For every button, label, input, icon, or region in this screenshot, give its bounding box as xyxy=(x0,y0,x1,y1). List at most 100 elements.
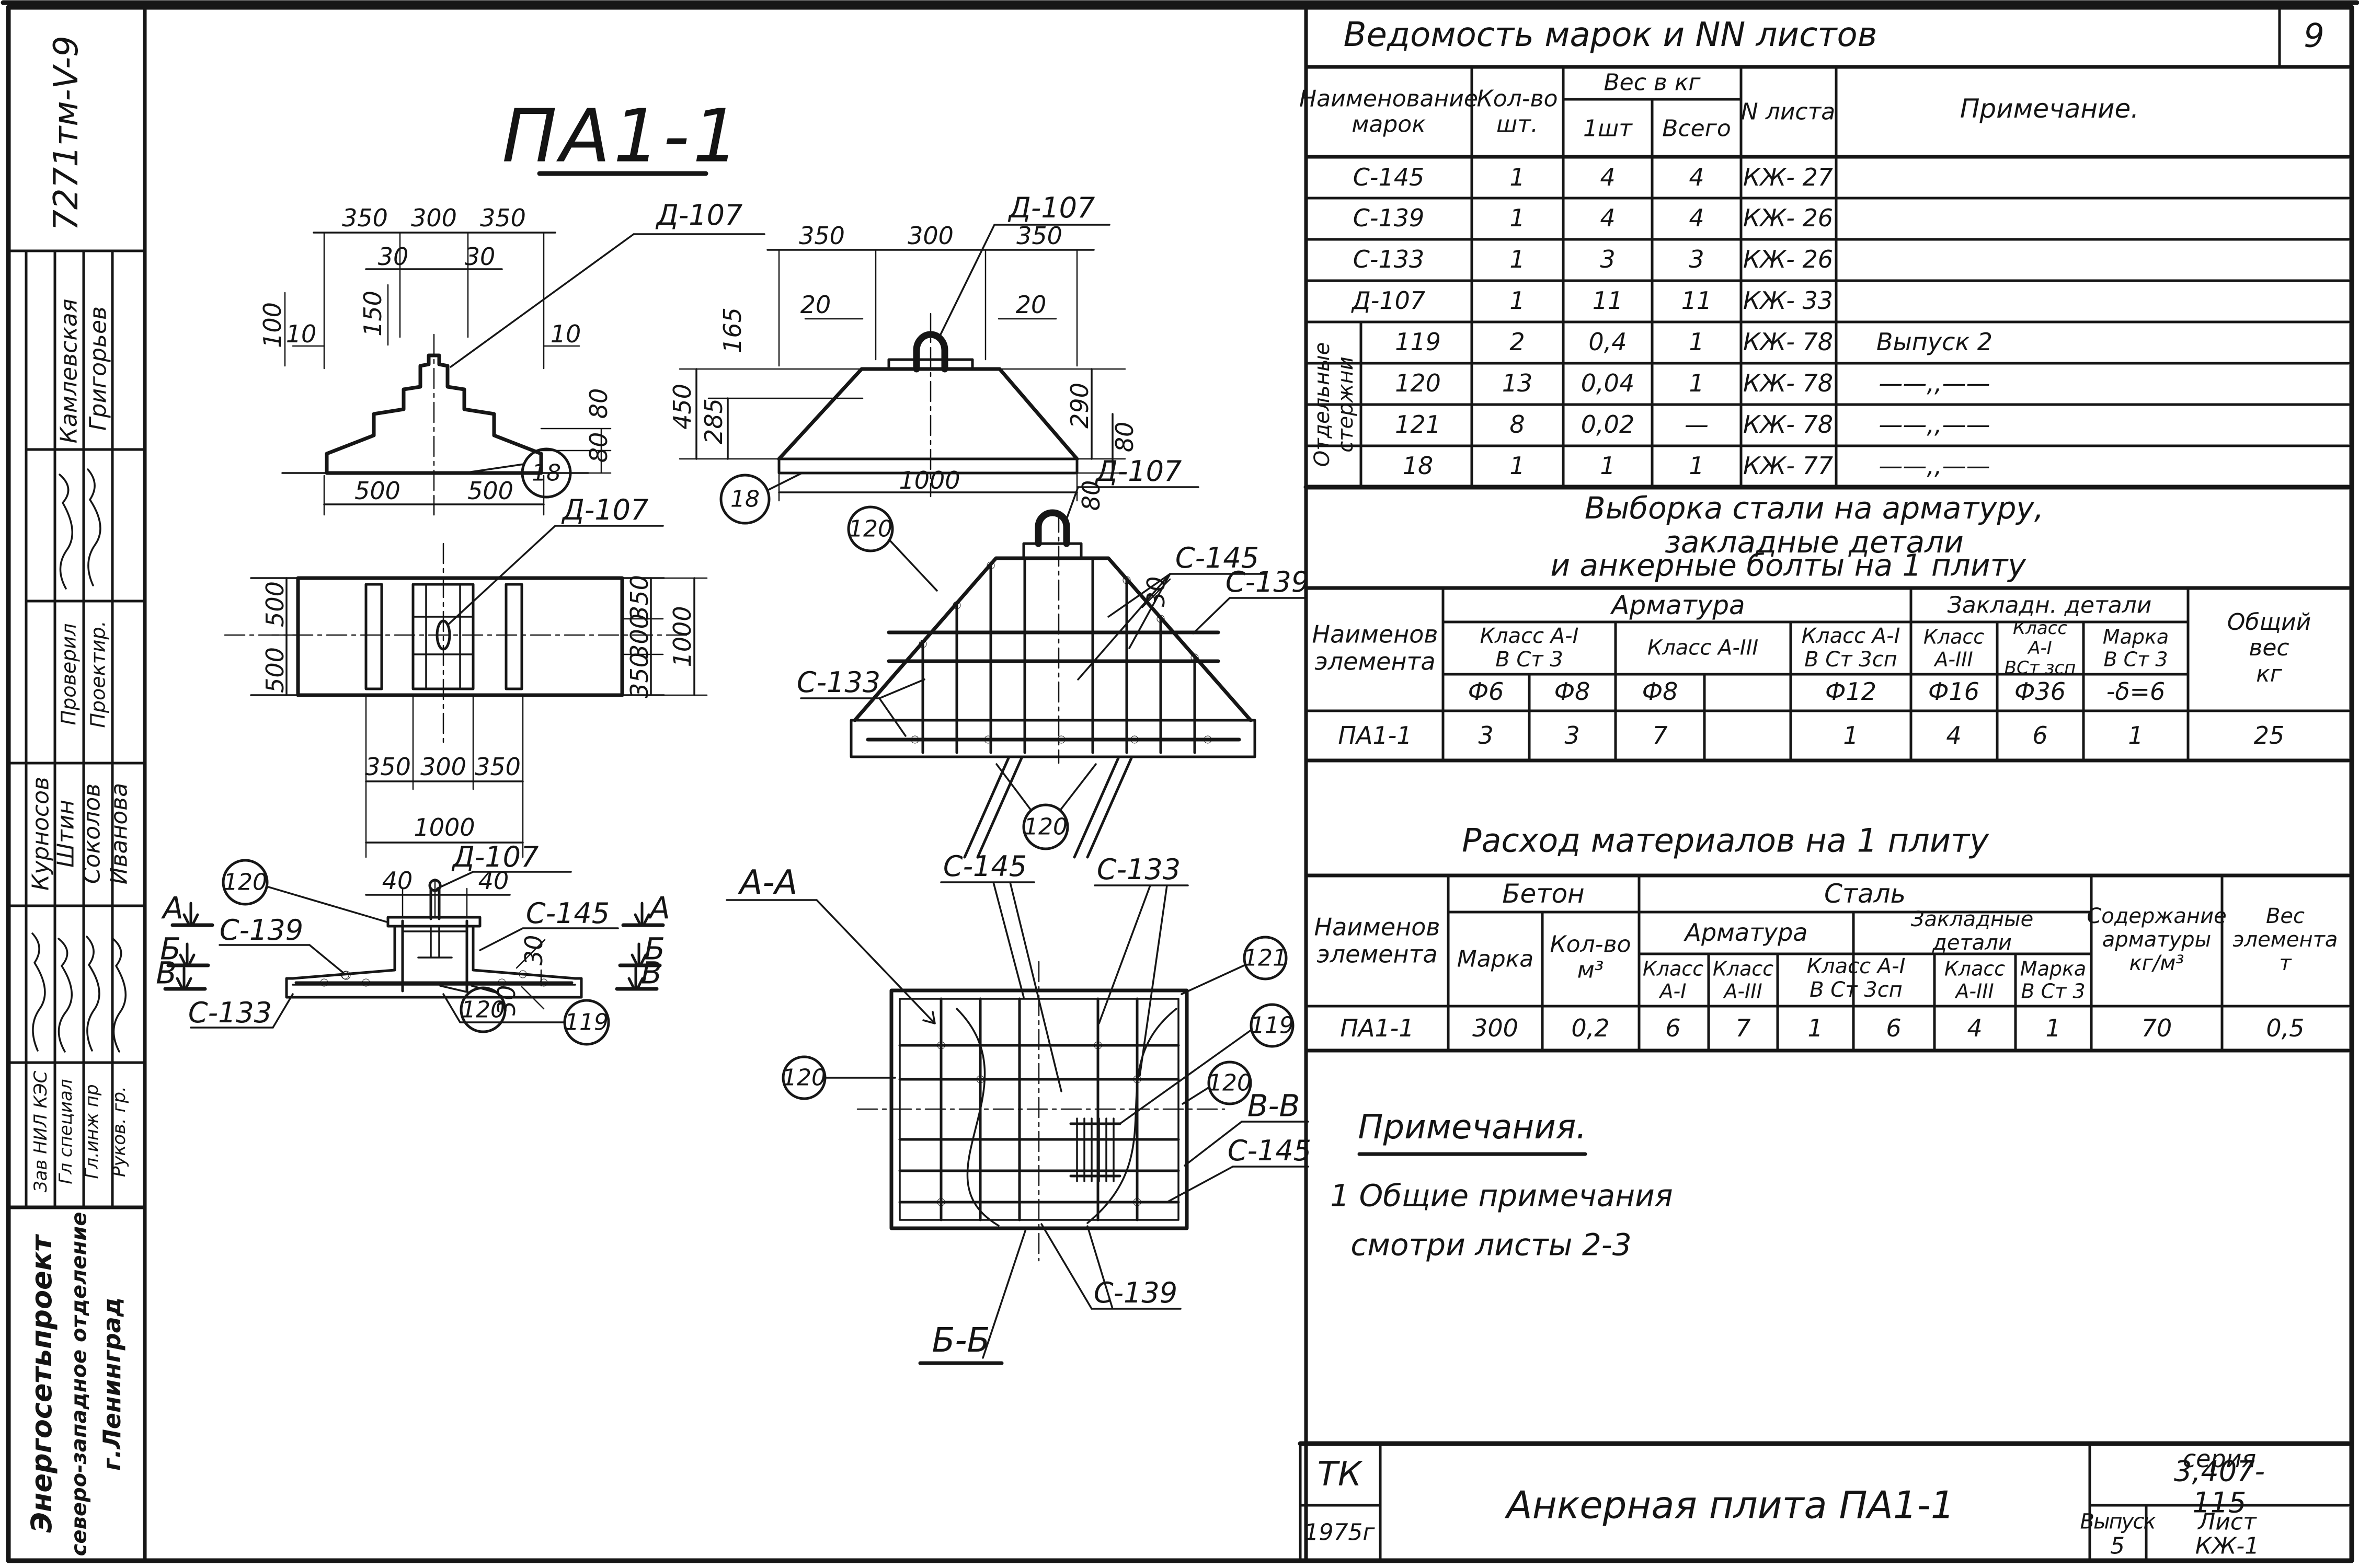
table3-col-vol: Кол-во м³ xyxy=(1550,931,1631,984)
table2-cell: 1 xyxy=(2128,721,2144,750)
v1-dim: 300 xyxy=(411,204,457,233)
table2-title-line1: Выборка стали на арматуру, закладные дет… xyxy=(1584,490,2044,560)
stamp-role-proveril: Проверил xyxy=(57,623,81,725)
table1-cell: 0,04 xyxy=(1581,369,1635,398)
v5-section-v-left: В xyxy=(156,955,177,991)
v5-section-v-right: В xyxy=(641,955,662,991)
v5-dim: 40 xyxy=(478,867,509,895)
table1-cell: 1 xyxy=(1600,452,1616,480)
v6-label-s139: С-139 xyxy=(1093,1276,1178,1309)
table3-cell: 6 xyxy=(1886,1014,1902,1043)
v6-marker: 121 xyxy=(1243,944,1287,972)
table2-header-total: Общий вес кг xyxy=(2227,609,2311,687)
table3-lines xyxy=(1304,873,2351,1053)
org-city: г.Ленинград xyxy=(98,1297,127,1471)
titleblock-lines xyxy=(1298,1441,2351,1562)
table3-cell: 6 xyxy=(1665,1014,1681,1043)
table2-class: Класс А-I В Ст 3сп xyxy=(1801,624,1900,672)
table2-lines xyxy=(1304,586,2351,763)
table3-group-arm: Арматура xyxy=(1685,918,1808,947)
table1-cell: ——,,—— xyxy=(1879,452,1990,480)
table3-cell: 300 xyxy=(1472,1014,1518,1043)
table1-cell: Д-107 xyxy=(1352,286,1426,315)
table3-col-marka: Марка xyxy=(1457,946,1534,973)
table1-cell: Выпуск 2 xyxy=(1876,328,1993,356)
v1-dim: 30 xyxy=(464,243,496,271)
v4-label-s133: С-133 xyxy=(796,665,881,699)
v3-dim: 300 xyxy=(420,753,466,781)
v2-marker: 18 xyxy=(730,486,760,513)
table1-cell: КЖ- 26 xyxy=(1743,245,1833,274)
table1-cell: 4 xyxy=(1600,204,1616,233)
table2-dia: Ф8 xyxy=(1554,677,1590,706)
v2-dim: 285 xyxy=(700,398,728,444)
table1-header-w1: 1шт xyxy=(1583,115,1632,142)
view3-plan xyxy=(224,525,708,858)
v3-dim: 350 xyxy=(625,652,654,698)
table1-cell: КЖ- 26 xyxy=(1743,204,1833,233)
v6-label-s145: С-145 xyxy=(943,849,1027,883)
v5-label-s139: С-139 xyxy=(219,913,304,947)
v4-part-label: Д-107 xyxy=(1095,454,1182,488)
view2-section xyxy=(679,224,1126,525)
doc-code: 7271тм-V-9 xyxy=(47,36,86,231)
stamp-role-zav: Зав НИЛ КЭС xyxy=(30,1070,51,1193)
org-name: Энергосетьпроект xyxy=(25,1235,58,1533)
table3-cell: 0,2 xyxy=(1571,1014,1610,1043)
table3-cell: 7 xyxy=(1735,1014,1751,1043)
v5-label-s133: С-133 xyxy=(188,996,272,1029)
table1-cell: 1 xyxy=(1509,452,1525,480)
table2-dia: Ф8 xyxy=(1642,677,1678,706)
v6-title-bb: Б-Б xyxy=(932,1321,990,1361)
table3-class: Класс А-I xyxy=(1642,957,1704,1002)
table3-header-weight: Вес элемента т xyxy=(2232,904,2338,975)
stamp-role-spec: Гл специал xyxy=(55,1079,76,1184)
titleblock-year: 1975г xyxy=(1304,1519,1375,1546)
table2-dia: Ф12 xyxy=(1825,677,1877,706)
table2-class: Класс А-III xyxy=(1647,636,1759,660)
table1-cell: 8 xyxy=(1509,410,1525,439)
v5-dim: 30 xyxy=(520,935,548,966)
table2-class: Класс А-I ВСт зсп xyxy=(2004,617,2076,679)
v1-dim: 500 xyxy=(467,477,513,505)
table3-cell: 70 xyxy=(2141,1014,2172,1043)
v5-label-s145: С-145 xyxy=(525,896,610,930)
table1-cell: 1 xyxy=(1509,286,1525,315)
table2-cell: 6 xyxy=(2032,721,2048,750)
titleblock-series-label: серия xyxy=(2182,1445,2257,1473)
stamp-role-glinzh: Гл.инж пр xyxy=(81,1084,102,1179)
table1-cell: КЖ- 78 xyxy=(1743,369,1833,398)
table1-cell: 1 xyxy=(1509,245,1525,274)
table3-class: Класс А-III xyxy=(1944,957,2006,1002)
table1-group-label: Отдельные стержни xyxy=(1310,342,1358,467)
table2-class: Класс А-I В Ст 3 xyxy=(1480,624,1579,672)
table3-class: Класс А-III xyxy=(1712,957,1774,1002)
view4-section xyxy=(800,486,1305,859)
table1-title: Ведомость марок и NN листов xyxy=(1343,16,1877,55)
table3-header-content: Содержание арматуры кг/м³ xyxy=(2087,904,2227,975)
table3-cell: 1 xyxy=(2045,1014,2061,1043)
table1-header-note: Примечание. xyxy=(1960,94,2139,124)
table3-class: Марка В Ст 3 xyxy=(2020,957,2087,1002)
v2-dim: 350 xyxy=(799,222,845,250)
titleblock-issue: 5 xyxy=(2110,1532,2125,1560)
table1-header-sheet: N листа xyxy=(1740,98,1836,125)
v6-title-aa: А-А xyxy=(739,863,798,903)
v2-dim: 20 xyxy=(1015,291,1047,319)
v1-part-label: Д-107 xyxy=(656,198,743,232)
v2-dim: 450 xyxy=(668,384,697,430)
v5-part-label: Д-107 xyxy=(452,840,539,873)
table2-cell: 7 xyxy=(1652,721,1668,750)
stamp-name-rukov: Иванова xyxy=(106,782,133,885)
v5-section-a-right: А xyxy=(649,890,670,926)
table1-cell: 1 xyxy=(1509,163,1525,192)
table3-cell: 0,5 xyxy=(2266,1014,2305,1043)
view1-section xyxy=(281,232,765,516)
v1-dim: 350 xyxy=(480,204,526,233)
v5-section-b-right: Б xyxy=(644,931,665,967)
table1-cell: КЖ- 78 xyxy=(1743,328,1833,356)
stamp-name-proveril: Камлевская xyxy=(55,298,83,444)
v5-marker: 120 xyxy=(223,869,267,896)
